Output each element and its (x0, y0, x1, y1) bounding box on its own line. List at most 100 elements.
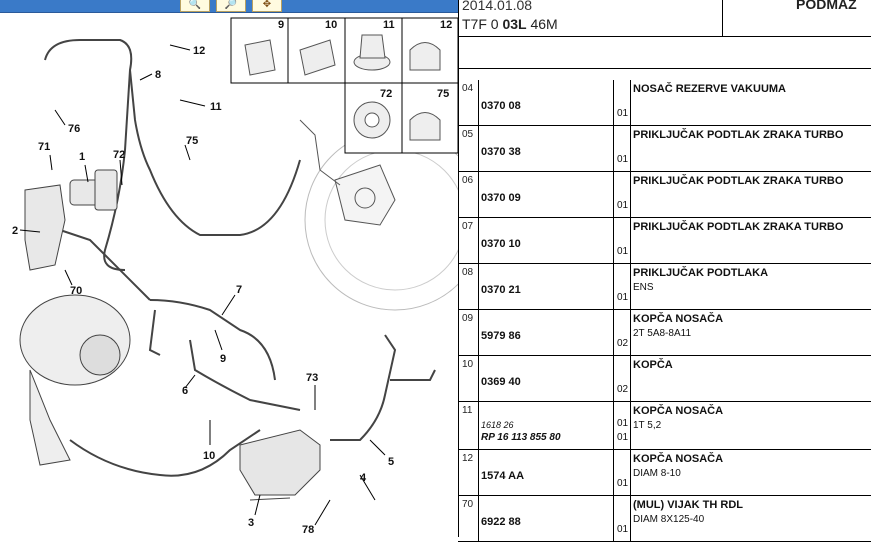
callout-10: 10 (203, 450, 215, 462)
row-part-number: 0370 38 (481, 146, 521, 158)
table-row[interactable]: 11 1618 26 RP 16 113 855 80 01 01 KOPČA … (458, 402, 871, 450)
col-divider (478, 126, 479, 171)
row-description: KOPČA (633, 359, 673, 371)
callout-71: 71 (38, 141, 50, 153)
panel-divider (458, 0, 459, 537)
pan-zoom-icon: ✥ (262, 0, 272, 10)
parts-diagram[interactable]: 9 10 11 12 72 75 12 8 11 76 71 1 72 75 2… (0, 12, 458, 537)
col-divider (630, 356, 631, 401)
row-part-number: 0370 10 (481, 238, 521, 250)
col-divider (613, 80, 614, 125)
row-qty: 01 (617, 108, 629, 119)
table-row[interactable]: 08 0370 21 01 PRIKLJUČAK PODTLAKA ENS (458, 264, 871, 310)
row-qty: 01 (617, 154, 629, 165)
col-divider (613, 264, 614, 309)
diagram-toolbar: 🔍 🔎 ✥ (0, 0, 458, 13)
table-row[interactable]: 70 6922 88 01 (MUL) VIJAK TH RDL DIAM 8X… (458, 496, 871, 542)
catalog-date: 2014.01.08 (462, 0, 533, 13)
row-ref: 09 (462, 313, 474, 324)
callout-11: 11 (210, 101, 222, 113)
row-subtext: 1T 5,2 (633, 420, 662, 431)
table-top-rule (458, 68, 871, 69)
header-separator (722, 0, 723, 36)
col-divider (478, 356, 479, 401)
col-divider (630, 218, 631, 263)
callout-5: 5 (388, 456, 394, 468)
row-part-number: 1574 AA (481, 470, 525, 482)
row-ref: 07 (462, 221, 474, 232)
col-divider (613, 450, 614, 495)
callout-6: 6 (182, 385, 188, 397)
callout-78: 78 (302, 524, 314, 536)
callout-1: 1 (79, 151, 85, 163)
row-description: KOPČA NOSAČA (633, 453, 724, 465)
callout-9: 9 (220, 353, 226, 365)
table-row[interactable]: 06 0370 09 01 PRIKLJUČAK PODTLAK ZRAKA T… (458, 172, 871, 218)
col-divider (613, 172, 614, 217)
row-qty: 01 (617, 246, 629, 257)
page-title: PODMAZ (796, 0, 857, 12)
row-ref: 10 (462, 359, 474, 370)
table-row[interactable]: 05 0370 38 01 PRIKLJUČAK PODTLAK ZRAKA T… (458, 126, 871, 172)
row-ref: 04 (462, 83, 474, 94)
col-divider (630, 264, 631, 309)
callout-3: 3 (248, 517, 254, 529)
col-divider (630, 172, 631, 217)
row-subtext: DIAM 8X125-40 (633, 514, 705, 525)
row-subtext: DIAM 8-10 (633, 468, 681, 479)
col-divider (478, 264, 479, 309)
row-ref: 08 (462, 267, 474, 278)
callout-73: 73 (306, 372, 318, 384)
inset-label-75: 75 (437, 88, 449, 100)
row-description: PRIKLJUČAK PODTLAK ZRAKA TURBO (633, 221, 844, 233)
col-divider (478, 218, 479, 263)
col-divider (630, 402, 631, 449)
vehicle-code-prefix: T7F 0 (462, 16, 503, 32)
col-divider (630, 450, 631, 495)
table-row[interactable]: 07 0370 10 01 PRIKLJUČAK PODTLAK ZRAKA T… (458, 218, 871, 264)
row-qty-alt: 01 (617, 432, 629, 443)
row-description: KOPČA NOSAČA (633, 313, 724, 325)
pan-zoom-button[interactable]: ✥ (252, 0, 282, 12)
col-divider (613, 356, 614, 401)
callout-7: 7 (236, 284, 242, 296)
col-divider (478, 80, 479, 125)
row-qty: 02 (617, 338, 629, 349)
row-description: PRIKLJUČAK PODTLAK ZRAKA TURBO (633, 129, 844, 141)
vacuum-hoses (44, 39, 436, 477)
callout-12: 12 (193, 45, 205, 57)
table-row[interactable]: 12 1574 AA 01 KOPČA NOSAČA DIAM 8-10 (458, 450, 871, 496)
callout-76: 76 (68, 123, 80, 135)
row-part-number: 0369 40 (481, 376, 521, 388)
row-qty: 01 (617, 524, 629, 535)
turbocharger-drawing (19, 294, 131, 466)
col-divider (478, 172, 479, 217)
col-divider (613, 126, 614, 171)
row-part-number-alt: RP 16 113 855 80 (481, 432, 561, 443)
col-divider (478, 496, 479, 541)
row-qty: 02 (617, 384, 629, 395)
table-row[interactable]: 09 5979 86 02 KOPČA NOSAČA 2T 5A8-8A11 (458, 310, 871, 356)
inset-label-72: 72 (380, 88, 392, 100)
table-row[interactable]: 04 0370 08 01 NOSAČ REZERVE VAKUUMA (458, 80, 871, 126)
col-divider (613, 310, 614, 355)
row-part-number: 0370 21 (481, 284, 521, 296)
row-ref: 05 (462, 129, 474, 140)
inset-label-9: 9 (278, 19, 284, 31)
col-divider (613, 496, 614, 541)
col-divider (613, 402, 614, 449)
table-row[interactable]: 10 0369 40 02 KOPČA (458, 356, 871, 402)
inset-label-10: 10 (325, 19, 337, 31)
col-divider (630, 126, 631, 171)
zoom-out-button[interactable]: 🔎 (216, 0, 246, 12)
row-qty: 01 (617, 418, 629, 429)
vehicle-code-suffix: 46M (526, 16, 558, 32)
col-divider (478, 402, 479, 449)
zoom-in-button[interactable]: 🔍 (180, 0, 210, 12)
callout-72: 72 (113, 149, 125, 161)
row-ref: 06 (462, 175, 474, 186)
row-part-number: 1618 26 (481, 420, 514, 430)
inset-parts (244, 34, 441, 141)
row-description: NOSAČ REZERVE VAKUUMA (633, 83, 786, 95)
row-part-number: 6922 88 (481, 516, 521, 528)
